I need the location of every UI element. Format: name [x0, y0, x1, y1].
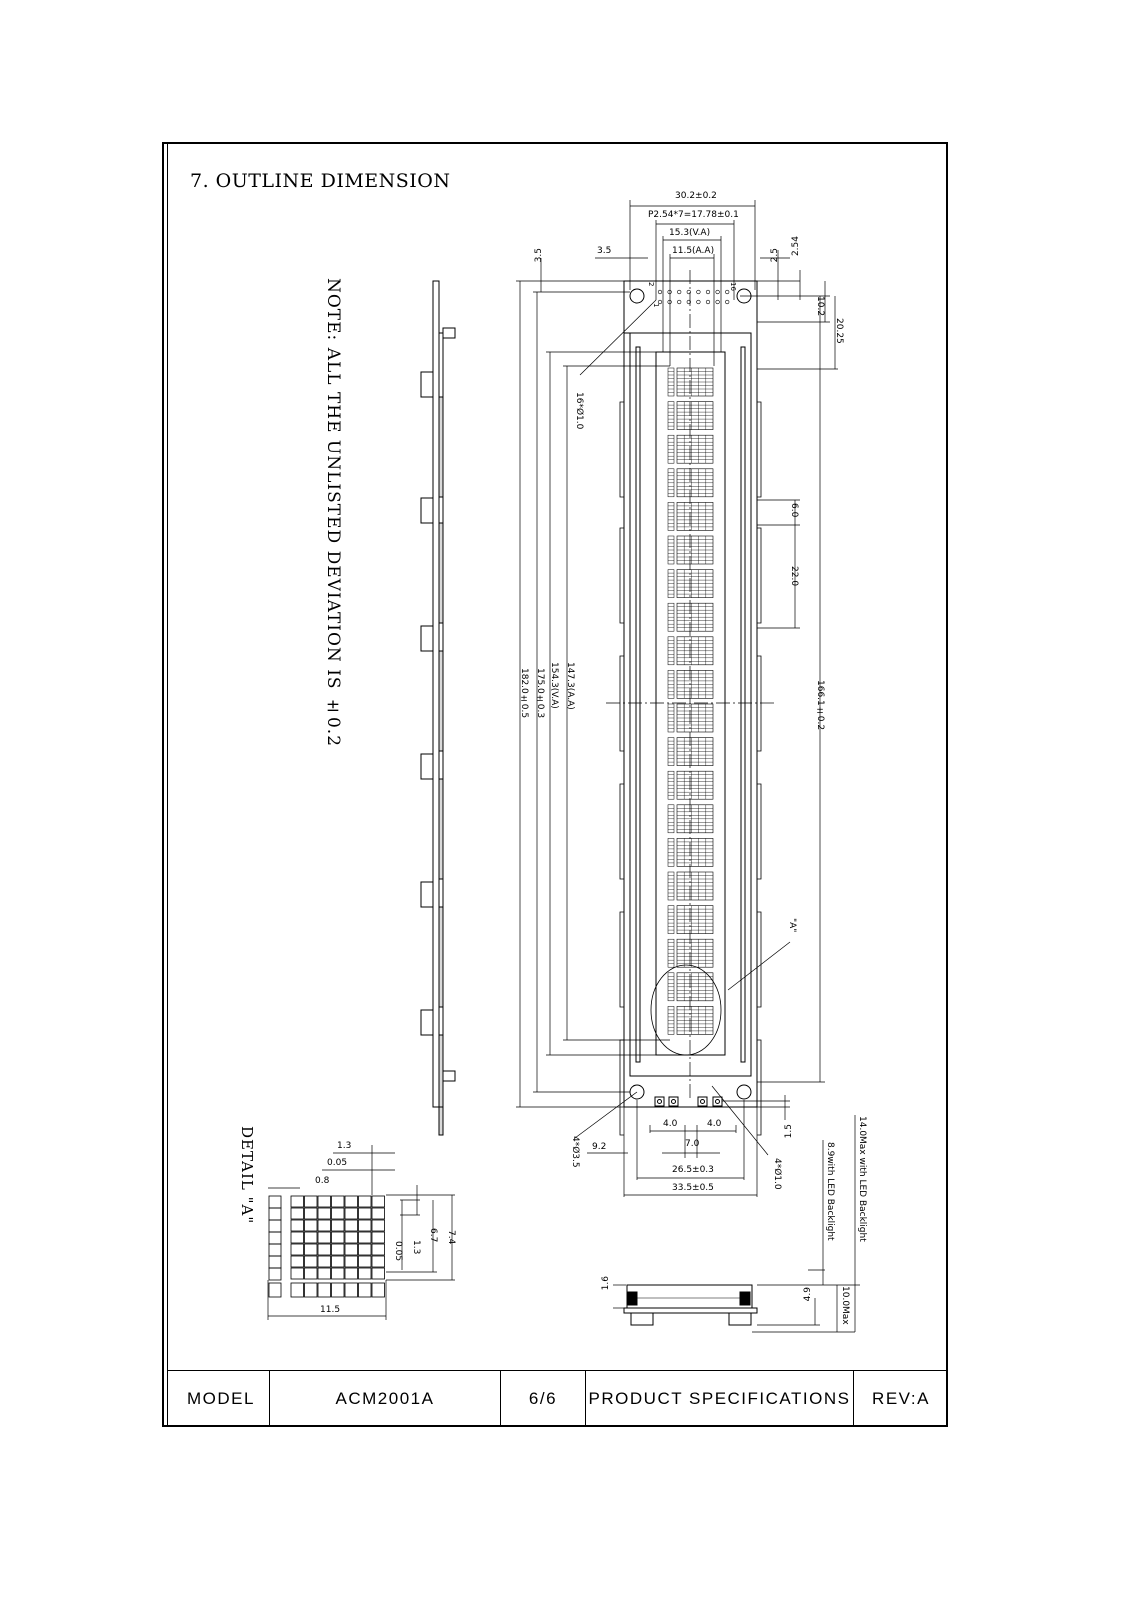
- dim-side-4-9: 4.9: [803, 1287, 813, 1302]
- dimension-lines: [516, 200, 838, 1197]
- revision: REV:A: [872, 1389, 930, 1408]
- dim-side-10-0: 10.0Max: [840, 1286, 850, 1325]
- pin-label-2: 2: [647, 282, 655, 287]
- model-label: MODEL: [167, 1371, 270, 1427]
- tolerance-note: NOTE: ALL THE UNLISTED DEVIATION IS ±0.2: [323, 278, 343, 748]
- detail-dim-7-4: 7.4: [446, 1230, 456, 1245]
- dim-pitch: P2.54*7=17.78±0.1: [648, 210, 739, 220]
- dim-4-0-a: 4.0: [663, 1119, 678, 1129]
- module-front-view: [579, 270, 791, 1136]
- dim-holes: 16*Ø1.0: [574, 392, 584, 430]
- frame-inner-line: [167, 142, 168, 1427]
- model-value: ACM2001A: [270, 1371, 501, 1427]
- dim-7-0: 7.0: [685, 1139, 700, 1149]
- dim-detail-a: "A": [787, 918, 797, 933]
- page-number: 6/6: [501, 1371, 586, 1427]
- detail-a-drawing: [267, 1145, 455, 1320]
- dim-bottom-width: 33.5±0.5: [672, 1183, 714, 1193]
- dim-tab-6: 6.0: [789, 503, 799, 518]
- dim-pin-pitch: 2.54: [791, 236, 801, 257]
- dim-va-length: 154.3(V.A): [549, 662, 559, 709]
- detail-dim-0-05-v: 0.05: [393, 1241, 403, 1262]
- dim-pin-offset-left: 3.5: [597, 246, 612, 256]
- dim-10-2: 10.2: [815, 296, 825, 317]
- detail-dim-0-05: 0.05: [327, 1158, 348, 1168]
- side-view-bottom: [613, 1115, 860, 1333]
- dim-small-holes: 4*Ø1.0: [772, 1158, 782, 1190]
- title-block: MODEL ACM2001A 6/6 PRODUCT SPECIFICATION…: [167, 1370, 948, 1427]
- dim-side-1-6: 1.6: [601, 1276, 611, 1291]
- page-frame: [162, 142, 948, 1427]
- detail-dim-1-3-v: 1.3: [411, 1240, 421, 1255]
- document-type: PRODUCT SPECIFICATIONS: [586, 1371, 854, 1427]
- dim-hole-spacing: 166.1±0.2: [815, 680, 825, 731]
- dim-9-2: 9.2: [592, 1142, 607, 1152]
- side-profile: [420, 280, 456, 1136]
- section-title: 7. OUTLINE DIMENSION: [190, 170, 451, 192]
- dim-thickness-led: 14.0Max with LED Backlight: [857, 1116, 867, 1242]
- dim-pin-offset-right: 2.5: [770, 248, 780, 263]
- dim-tab-22: 22.0: [789, 566, 799, 587]
- dim-mount-holes: 4*Ø3.5: [570, 1136, 580, 1168]
- dim-20-25: 20.25: [834, 318, 844, 344]
- dim-hole-span: 26.5±0.3: [672, 1165, 714, 1175]
- dim-top-margin: 3.5: [534, 248, 544, 263]
- detail-dim-11-5: 11.5: [320, 1305, 341, 1315]
- pin-label-16: 16: [729, 282, 737, 291]
- detail-a-label: DETAIL "A": [238, 1126, 256, 1225]
- detail-dim-0-8: 0.8: [315, 1176, 330, 1186]
- detail-dim-1-3: 1.3: [337, 1141, 352, 1151]
- dim-width-total: 30.2±0.2: [675, 191, 717, 201]
- dim-va-width: 15.3(V.A): [669, 228, 711, 238]
- pin-label-1: 1: [652, 303, 660, 308]
- dim-thickness-led-2: 8.9with LED Backlight: [825, 1142, 835, 1241]
- dim-total-length: 182.0±0.5: [519, 668, 529, 719]
- dim-aa-length: 147.3(A.A): [565, 662, 575, 710]
- dim-bezel-length: 175.0±0.3: [535, 668, 545, 719]
- dim-4-0-b: 4.0: [707, 1119, 722, 1129]
- detail-dim-6-7: 6.7: [428, 1228, 438, 1243]
- dim-1-5: 1.5: [784, 1124, 794, 1139]
- dim-aa-width: 11.5(A.A): [672, 246, 715, 256]
